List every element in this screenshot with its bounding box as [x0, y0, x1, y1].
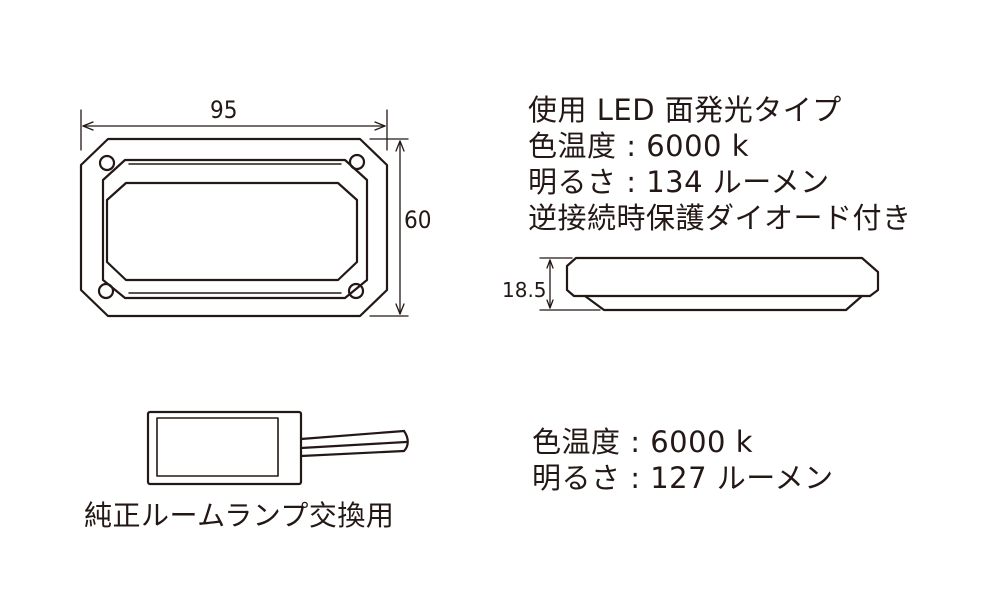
- dimension-width: [80, 109, 388, 151]
- dimension-label-depth: 18.5: [502, 278, 547, 302]
- spec-block-module: 色温度 : 6000 k 明るさ : 127 ルーメン: [532, 424, 834, 496]
- spec-brightness: 明るさ : 134 ルーメン: [528, 165, 830, 199]
- spec-protection-diode: 逆接続時保護ダイオード付き: [528, 201, 912, 235]
- screw-hole: [97, 282, 115, 300]
- spec-color-temperature: 色温度 : 6000 k: [532, 425, 754, 459]
- replacement-module: [146, 410, 409, 486]
- dimension-label-height: 60: [404, 206, 431, 234]
- screw-hole: [348, 153, 366, 171]
- module-caption: 純正ルームランプ交換用: [84, 499, 395, 532]
- spec-color-temperature: 色温度 : 6000 k: [528, 129, 750, 163]
- dimension-depth: [539, 257, 601, 311]
- screw-hole: [98, 154, 116, 172]
- spec-brightness: 明るさ : 127 ルーメン: [532, 461, 834, 495]
- screw-hole: [347, 282, 365, 300]
- lamp-front-view: [79, 137, 389, 318]
- lamp-side-view: [565, 256, 880, 312]
- spec-block-main: 使用 LED 面発光タイプ 色温度 : 6000 k 明るさ : 134 ルーメ…: [528, 92, 912, 236]
- dimension-label-width: 95: [210, 96, 237, 124]
- dimension-height: [369, 138, 409, 317]
- spec-led-type: 使用 LED 面発光タイプ: [528, 93, 842, 127]
